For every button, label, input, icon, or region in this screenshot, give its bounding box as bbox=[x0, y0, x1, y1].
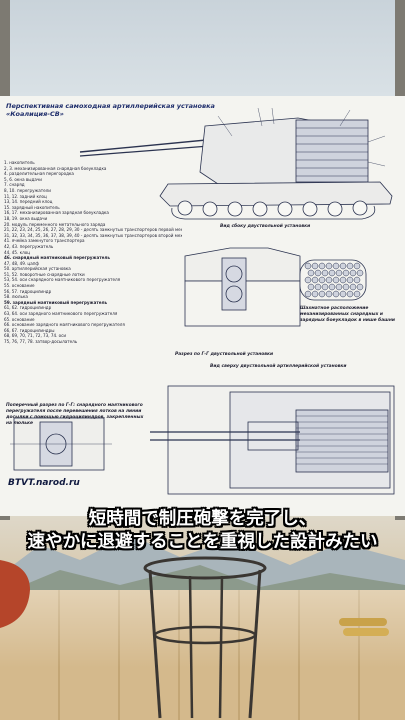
ammo-cell bbox=[339, 262, 347, 270]
tank-drawings bbox=[10, 107, 395, 495]
ammo-cell bbox=[339, 276, 347, 284]
ammo-cell bbox=[304, 290, 312, 298]
wooden-floor bbox=[0, 590, 405, 720]
ammo-cell bbox=[349, 269, 357, 277]
legend-item: 50. артиллерийская установка bbox=[4, 266, 71, 272]
ammo-cell bbox=[339, 290, 347, 298]
legend-item: 5, 6. окна выдачи bbox=[4, 176, 42, 182]
ammo-cell bbox=[321, 283, 329, 291]
legend-item: 11, 12. задний клоц bbox=[4, 193, 47, 199]
ammo-cell bbox=[356, 269, 364, 277]
legend-item: 66. основание зарядного маятникового пер… bbox=[4, 322, 125, 328]
ammo-cell bbox=[311, 276, 319, 284]
legend-item: 59. зарядный маятниковый перегружатель bbox=[4, 299, 108, 305]
legend-item: 7. снаряд bbox=[4, 182, 25, 188]
document-title: Перспективная самоходная артиллерийская … bbox=[6, 102, 215, 118]
ammo-cell bbox=[311, 262, 319, 270]
ammo-cell bbox=[342, 269, 350, 277]
caption-loading: Шахматное расположение механизированных … bbox=[300, 306, 395, 323]
ammo-cell bbox=[356, 283, 364, 291]
ammo-cell bbox=[346, 276, 354, 284]
ammo-cell bbox=[318, 276, 326, 284]
legend-item: 21, 22, 23, 24, 25, 26, 27, 28, 29, 30 -… bbox=[4, 227, 182, 233]
legend-item: 18, 19. окна выдачи bbox=[4, 215, 48, 221]
ammo-cell bbox=[328, 269, 336, 277]
caption-top-view: Вид сверху двуствольной артиллерийской у… bbox=[210, 364, 347, 369]
caption-cross-section: Поперечный разрез по Г-Г: снарядного мая… bbox=[6, 403, 144, 426]
legend-item: 65. основание bbox=[4, 316, 35, 322]
ammo-cell bbox=[318, 290, 326, 298]
legend-item: 68, 69, 70, 71, 72, 73, 74. оси bbox=[4, 333, 67, 339]
ammo-cell bbox=[314, 269, 322, 277]
ammo-cell bbox=[311, 290, 319, 298]
legend-item: 66, 67. гидроцилиндры bbox=[4, 327, 55, 333]
legend-item: 51, 52. поворотные снарядные лотки bbox=[4, 271, 85, 277]
ammo-cell bbox=[332, 290, 340, 298]
title-line-1: Перспективная самоходная артиллерийская … bbox=[6, 102, 215, 110]
ammo-cell bbox=[332, 276, 340, 284]
ammo-cell bbox=[332, 262, 340, 270]
legend-item: 53, 54. оси снарядного маятникового пере… bbox=[4, 277, 121, 283]
legend-item: 61, 62. гидроцилиндр bbox=[4, 305, 52, 311]
technical-document: Перспективная самоходная артиллерийская … bbox=[0, 96, 405, 516]
ammo-cell bbox=[335, 283, 343, 291]
legend-item: 56, 57. гидроцилиндр bbox=[4, 288, 52, 294]
legend-item: 15. зарядный накопитель bbox=[4, 204, 60, 210]
legend-item: 4. разделительная перегородка bbox=[4, 171, 74, 177]
ammo-cell bbox=[353, 290, 361, 298]
ammo-cell bbox=[304, 262, 312, 270]
slippers bbox=[339, 618, 389, 636]
ammo-cell bbox=[314, 283, 322, 291]
legend-item: 16, 17. механизированная зарядная боеукл… bbox=[4, 210, 109, 216]
subtitle-line-2: 速やかに退避することを重視した設計みたい bbox=[27, 532, 378, 552]
legend-item: 1. накопитель bbox=[4, 160, 35, 165]
caption-side-view: Вид сбоку двуствольной установки bbox=[220, 224, 311, 229]
ammo-cell bbox=[325, 276, 333, 284]
legend-item: 13, 14. передний клоц bbox=[4, 199, 53, 205]
ammo-cell bbox=[321, 269, 329, 277]
ammo-cell bbox=[328, 283, 336, 291]
ammo-cell bbox=[346, 262, 354, 270]
legend-item: 46. снарядный маятниковый перегружатель bbox=[4, 255, 110, 261]
title-line-2: «Коалиция-СВ» bbox=[6, 110, 64, 118]
legend-item: 44, 45. клоц bbox=[4, 249, 31, 255]
red-chair bbox=[0, 560, 30, 628]
caption-section: Разрез по Г-Г двуствольной установки bbox=[175, 352, 274, 357]
legend-item: 47, 48, 49. цапф bbox=[4, 260, 39, 266]
ammo-cell bbox=[304, 276, 312, 284]
legend-item: 42, 43. перегружатель bbox=[4, 243, 54, 249]
ammo-cell bbox=[318, 262, 326, 270]
ammo-cell bbox=[342, 283, 350, 291]
source-watermark: BTVT.narod.ru bbox=[8, 478, 80, 488]
ammo-cell bbox=[335, 269, 343, 277]
legend-item: 75, 76, 77, 78. затвор-досылатель bbox=[4, 339, 78, 344]
legend-item: 31, 32, 33, 34, 35, 36, 37, 38, 39, 40 -… bbox=[4, 232, 182, 238]
ammo-cell bbox=[307, 283, 315, 291]
stool bbox=[143, 556, 267, 719]
ammo-cell bbox=[353, 276, 361, 284]
ammo-cell bbox=[346, 290, 354, 298]
legend-item: 8, 10. перегружатели bbox=[4, 187, 51, 193]
legend-item: 55. основание bbox=[4, 283, 35, 289]
legend-item: 58. люлька bbox=[4, 294, 28, 300]
subtitle-line-1: 短時間で制圧砲撃を完了し、 bbox=[88, 509, 317, 529]
ammo-cell bbox=[307, 269, 315, 277]
ammo-cell bbox=[353, 262, 361, 270]
legend-item: 63, 64. оси зарядного маятникового перег… bbox=[4, 311, 118, 317]
floor-reflection bbox=[0, 590, 405, 720]
ammo-cell bbox=[349, 283, 357, 291]
ammo-cell bbox=[325, 262, 333, 270]
video-subtitle: 短時間で制圧砲撃を完了し、 速やかに退避することを重視した設計みたい bbox=[0, 508, 405, 554]
legend-item: 41. ячейка замкнутого транспортера bbox=[4, 238, 85, 244]
legend-item: 2, 3. механизированная снарядная боеукла… bbox=[4, 165, 107, 171]
ammo-cell bbox=[325, 290, 333, 298]
legend-item: 20. модуль переменного метательного заря… bbox=[4, 221, 106, 227]
